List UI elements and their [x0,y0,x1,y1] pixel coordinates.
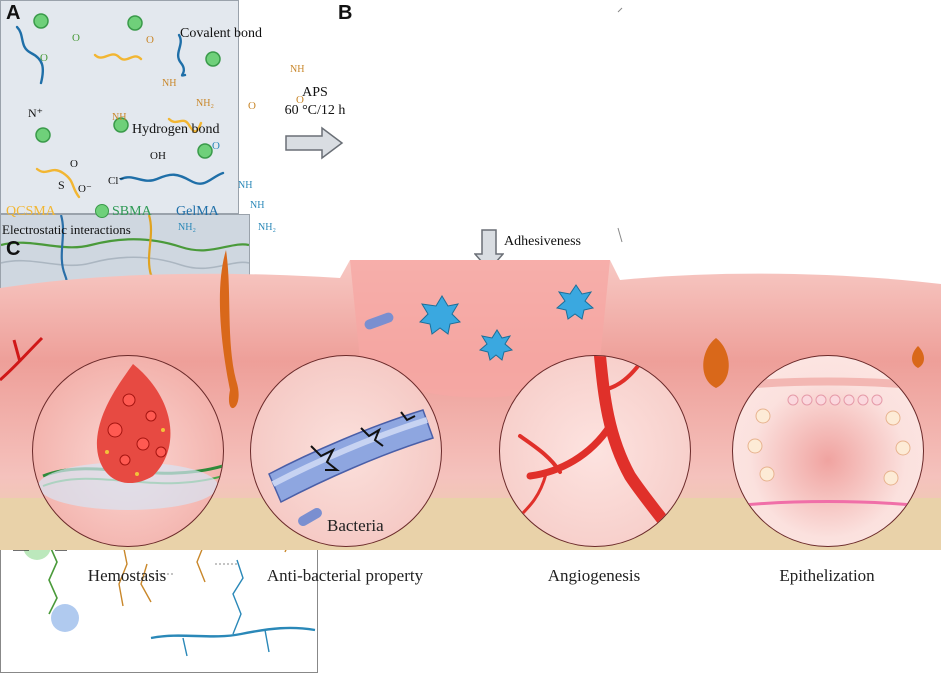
nh2-label-3: NH₂ [258,222,276,233]
legend-sbma: SBMA [112,204,152,219]
gelma-strand [15,25,45,85]
covalent-bond-label: Covalent bond [180,26,263,41]
network-chain [0,238,250,252]
angiogenesis-circle [499,355,691,547]
amide-o-4: O [248,100,256,112]
hydrogel-in-wound [350,260,610,398]
nh-label-3: NH [112,112,127,123]
amide-o-3: O [212,140,220,152]
qcsma-crosslink [147,214,153,276]
qcsma-strand [35,167,81,199]
nh2-label: NH₂ [196,98,214,109]
sbma-bead [197,143,213,159]
qcsma-strand [167,117,203,133]
legend-sbma-swatch [95,204,109,218]
nh-label-2: NH [290,64,305,75]
zoom-connector [617,7,623,243]
cell-star [418,295,462,335]
sulfonate-o-minus: O⁻ [78,183,92,195]
bacterium-small [298,508,322,526]
sbma-bead [127,15,143,31]
chloride-label: Cl⁻ [108,175,125,187]
sbma-bead [33,13,49,29]
adhesiveness-label: Adhesiveness [504,234,581,249]
hydroxyl-label: OH [150,150,166,162]
nh-label-5: NH [250,200,265,211]
ammonium-n: N⁺ [28,106,43,120]
nh-label-4: NH [238,180,253,191]
legend-qcsma: QCSMA [6,204,56,219]
gelma-strand [119,171,225,185]
reaction-arrow [285,126,344,160]
angiogenesis-label: Angiogenesis [547,566,641,585]
panel-letter-b: B [338,2,353,24]
hemostasis-label: Hemostasis [87,566,167,585]
epithelization-circle [732,355,924,547]
initiator-label: APS [302,85,328,100]
conditions-label: 60 °C/12 h [284,103,346,118]
amide-o-2: O [296,94,304,106]
skin-layers [0,260,941,550]
amide-o: O [146,34,154,46]
hydrogen-bond-label: Hydrogen bond [132,122,220,137]
hemostasis-circle [32,355,224,547]
panel-letter-a: A [6,2,21,24]
panel-letter-c: C [6,238,21,260]
nh-label: NH [162,78,177,89]
monomer-illustration [15,13,225,199]
sbma-bead [113,117,129,133]
ester-o: O [72,32,80,44]
cell-star [555,284,595,320]
sbma-bead [205,51,221,67]
sulfonate-o: O [70,158,78,170]
nh2-label-2: NH₂ [178,222,196,233]
cell-star [478,329,514,361]
legend-gelma: GelMA [176,204,219,219]
bacteria-label: Bacteria [327,516,384,535]
antibacterial-circle: Bacteria [250,355,442,547]
sulfonate-s: S [58,178,65,192]
bacterium [364,312,394,330]
ester-o-2: O [40,52,48,64]
gelma-strand [176,33,187,77]
hair-bulb-small [912,346,924,368]
blood-droplet [96,364,171,484]
blood-vessel-edge [0,336,44,382]
sbma-bead [35,127,51,143]
hair-bulb [703,338,729,388]
hair-follicle [219,250,239,409]
anion-glow [51,604,79,632]
qcsma-strand [93,53,143,61]
electrostatic-label: Electrostatic interactions [2,222,131,237]
antibacterial-label: Anti-bacterial property [266,566,424,585]
panel-a-monomers: QCSMA SBMA GelMA [0,0,239,219]
epithelization-label: Epithelization [779,566,875,585]
